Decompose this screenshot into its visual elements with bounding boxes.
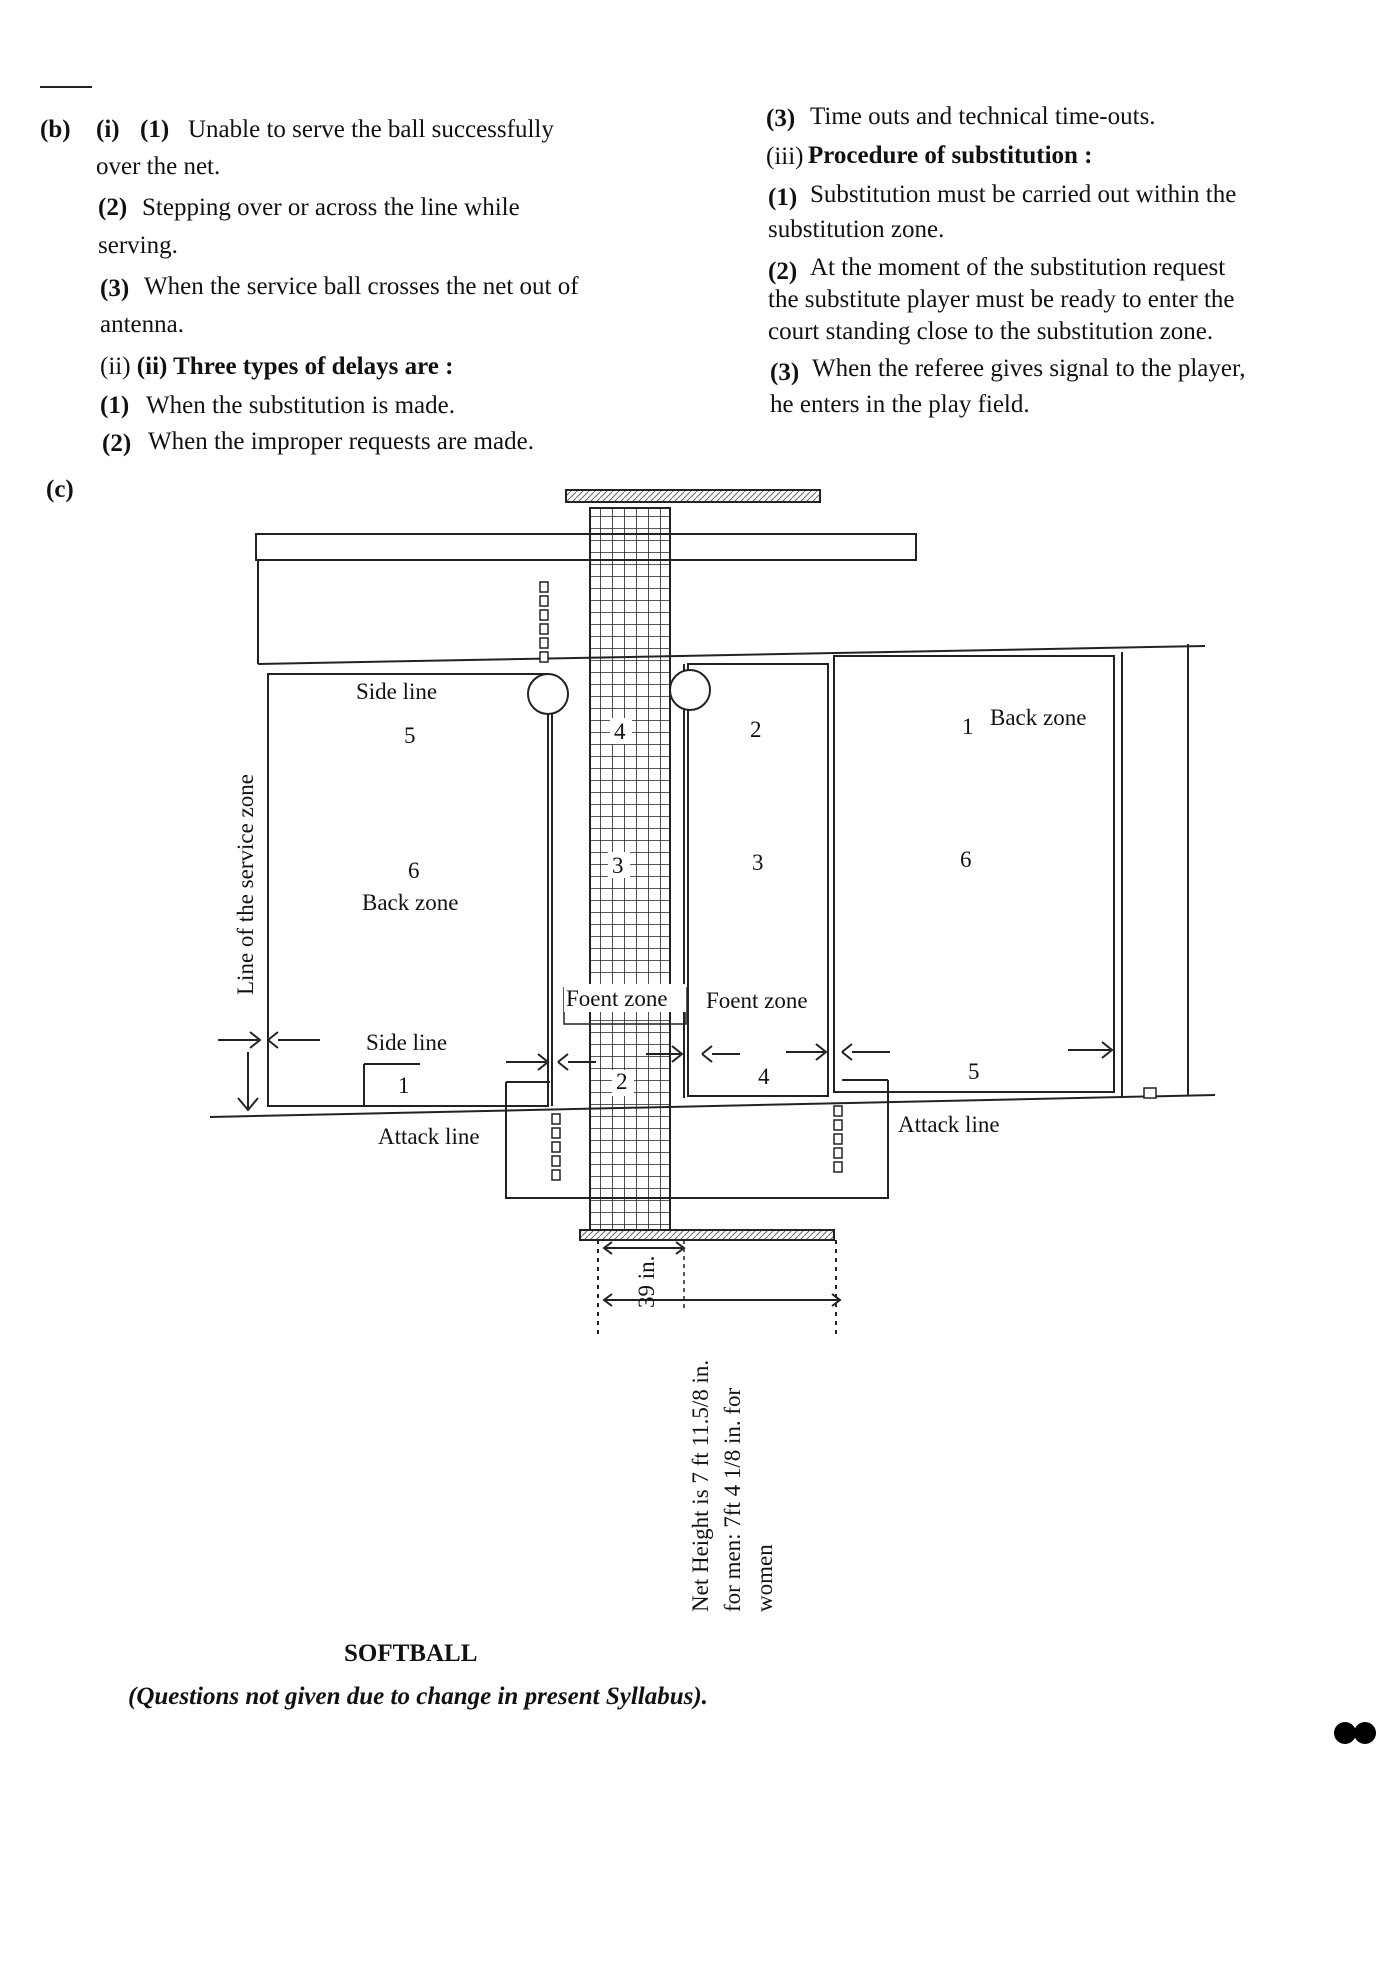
position-number: 6: [960, 847, 972, 872]
item-text: Unable to serve the ball successfully: [188, 116, 554, 143]
subsection-iii-label: (iii): [766, 143, 804, 170]
substitution-heading: Procedure of substitution :: [808, 142, 1093, 169]
right-back-court: [833, 655, 1115, 1093]
subsection-i-label: (i): [96, 116, 120, 143]
upper-band: [255, 533, 917, 561]
top-rule: [40, 86, 92, 88]
item-text: the substitute player must be ready to e…: [768, 286, 1235, 313]
substitution-marker-top: [539, 581, 549, 663]
position-number: 2: [750, 717, 762, 742]
section-c-label: (c): [46, 476, 74, 503]
item-text: Stepping over or across the line while: [142, 194, 520, 221]
position-number: 4: [758, 1064, 770, 1089]
substitution-zone: [505, 1079, 889, 1199]
item-text: serving.: [98, 232, 178, 259]
left-antenna: [527, 673, 569, 715]
position-number: 3: [752, 850, 764, 875]
bottom-boundary-line: [209, 1094, 1216, 1118]
volleyball-court-diagram: Side line 5 6 Back zone Side line 1 Line…: [209, 489, 1216, 1612]
item-text: When the substitution is made.: [146, 392, 455, 419]
bottom-post-bar: [579, 1229, 835, 1241]
item-number: (1): [100, 392, 130, 419]
back-zone-label: Back zone: [362, 890, 458, 915]
page-end-dot: [1334, 1722, 1356, 1744]
top-post-bar: [565, 489, 821, 503]
position-number: 4: [614, 719, 626, 744]
attack-line-label-left: Attack line: [378, 1124, 480, 1149]
item-text: substitution zone.: [768, 216, 945, 243]
position-number: 2: [616, 1069, 628, 1094]
item-number: (1): [140, 116, 170, 143]
position-number: 1: [398, 1073, 410, 1098]
service-zone-label: Line of the service zone: [233, 774, 258, 995]
right-antenna: [669, 669, 711, 711]
item-number: (2): [102, 430, 132, 457]
item-text: When the improper requests are made.: [148, 428, 534, 455]
position-number: 1: [962, 714, 974, 739]
item-number: (3): [766, 105, 796, 132]
position-number: 6: [408, 858, 420, 883]
right-front-court: [687, 663, 829, 1097]
item-text: When the service ball crosses the net ou…: [144, 273, 579, 300]
substitution-marker-right: [833, 1105, 843, 1173]
delays-heading: (ii) Three types of delays are :: [136, 353, 454, 380]
softball-note: (Questions not given due to change in pr…: [128, 1683, 708, 1710]
item-text: When the referee gives signal to the pla…: [812, 355, 1246, 382]
net-height-label: for men: 7ft 4 1/8 in. for: [720, 1387, 745, 1612]
attack-line-label-right: Attack line: [898, 1112, 1000, 1137]
item-text: court standing close to the substitution…: [768, 318, 1214, 345]
dimension-label: 39 in.: [634, 1256, 659, 1308]
subsection-ii-heading: (ii) (ii) Three types of delays are :: [100, 353, 454, 380]
item-text: Substitution must be carried out within …: [810, 181, 1237, 208]
position-number: 3: [612, 853, 624, 878]
item-number: (3): [770, 359, 800, 386]
top-boundary-line: [257, 645, 1206, 665]
item-text: At the moment of the substitution reques…: [810, 254, 1226, 281]
net-position-labels: [564, 718, 686, 1096]
net-height-label: women: [752, 1544, 777, 1612]
side-line-bottom-label: Side line: [366, 1030, 447, 1055]
item-text: he enters in the play field.: [770, 391, 1030, 418]
item-text: over the net.: [96, 153, 221, 180]
page-end-dot: [1354, 1722, 1376, 1744]
front-zone-label-left: Foent zone: [566, 986, 668, 1011]
side-line-top-label: Side line: [356, 679, 437, 704]
front-zone-label-right: Foent zone: [706, 988, 808, 1013]
back-zone-label: Back zone: [990, 705, 1086, 730]
item-number: (2): [98, 194, 128, 221]
item-number: (2): [768, 258, 798, 285]
item-number: (3): [100, 275, 130, 302]
position-number: 5: [968, 1059, 980, 1084]
position-number: 5: [404, 723, 416, 748]
section-b-label: (b): [40, 116, 71, 143]
substitution-marker-left: [551, 1113, 561, 1181]
left-court: [267, 673, 549, 1107]
item-text: Time outs and technical time-outs.: [810, 103, 1156, 130]
softball-heading: SOFTBALL: [344, 1640, 478, 1667]
net-height-label: Net Height is 7 ft 11.5/8 in.: [688, 1360, 713, 1612]
item-text: antenna.: [100, 311, 184, 338]
item-number: (1): [768, 184, 798, 211]
